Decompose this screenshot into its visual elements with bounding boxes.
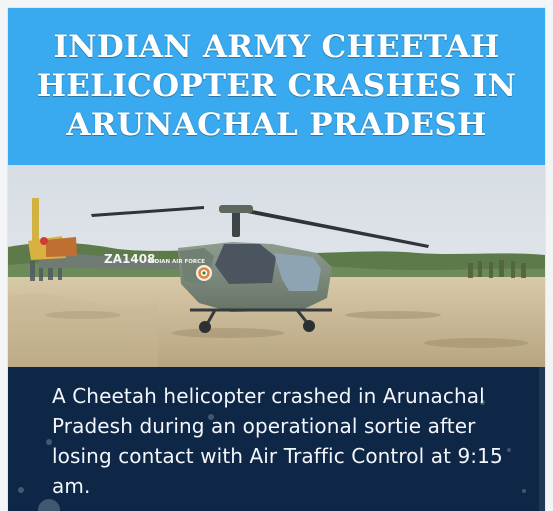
- news-card: INDIAN ARMY CHEETAH HELICOPTER CRASHES I…: [8, 8, 545, 511]
- tail-number-label: ZA1408: [104, 252, 155, 266]
- helicopter-illustration: ZA1408 INDIAN AIR FORCE: [8, 165, 545, 367]
- scrollbar[interactable]: [539, 367, 545, 511]
- decorative-dot: [522, 489, 526, 493]
- headline-banner: INDIAN ARMY CHEETAH HELICOPTER CRASHES I…: [8, 8, 545, 165]
- headline-title: INDIAN ARMY CHEETAH HELICOPTER CRASHES I…: [36, 29, 517, 143]
- decorative-dot: [18, 487, 24, 493]
- decorative-dot: [480, 400, 485, 405]
- fuselage-text: INDIAN AIR FORCE: [148, 259, 205, 265]
- decorative-dot: [208, 414, 214, 420]
- decorative-dot: [46, 439, 52, 445]
- story-summary: A Cheetah helicopter crashed in Arunacha…: [52, 384, 503, 498]
- decorative-dot: [38, 499, 60, 511]
- helicopter-photo: ZA1408 INDIAN AIR FORCE: [8, 165, 545, 367]
- story-summary-panel: A Cheetah helicopter crashed in Arunacha…: [8, 367, 545, 511]
- decorative-dot: [507, 448, 511, 452]
